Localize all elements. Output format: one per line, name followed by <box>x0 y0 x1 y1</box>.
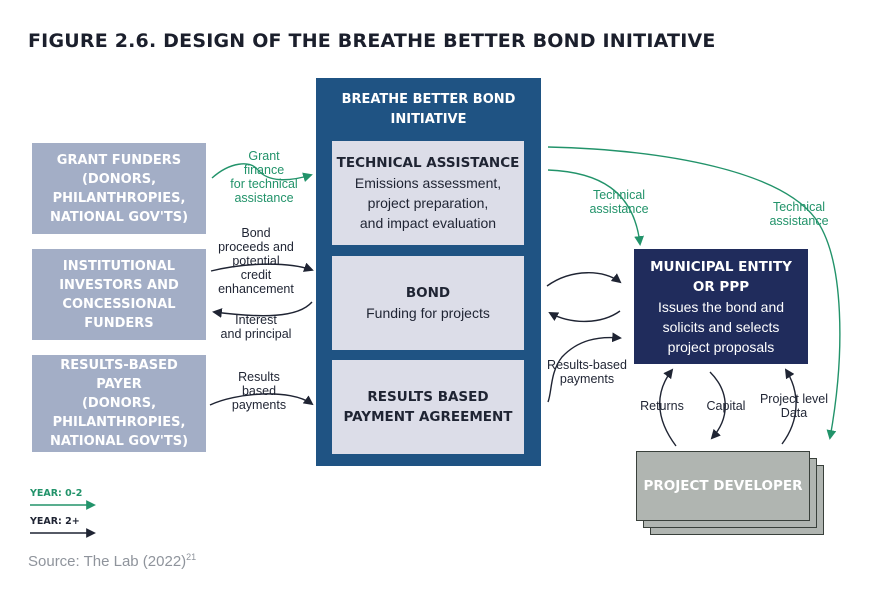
bond-to-municipal-arrow <box>546 272 622 287</box>
ta-to-municipal-arrow <box>547 169 644 246</box>
capital-label: Capital <box>706 399 746 413</box>
municipal-to-bond-arrow <box>548 310 621 323</box>
project-data-label: Project level Data <box>759 392 829 420</box>
results-payments-left-arrow <box>209 393 314 406</box>
bond-description: Funding for projects <box>366 305 490 321</box>
interest-principal-arrow <box>212 301 313 318</box>
results-payment-agreement-box: RESULTS BASED PAYMENT AGREEMENT <box>332 360 524 454</box>
initiative-title: BREATHE BETTER BOND INITIATIVE <box>341 92 516 127</box>
project-developer-box: PROJECT DEVELOPER <box>636 451 810 521</box>
technical-assistance-heading: TECHNICAL ASSISTANCE <box>336 155 520 171</box>
interest-principal-label: Interest and principal <box>220 313 292 341</box>
grant-funders-box: GRANT FUNDERS (DONORS, PHILANTHROPIES, N… <box>32 143 206 234</box>
legend-year-0-2: YEAR: 0-2 <box>30 488 83 499</box>
results-based-payer-box: RESULTS-BASED PAYER (DONORS, PHILANTHROP… <box>32 355 206 452</box>
returns-label: Returns <box>640 399 684 413</box>
bond-box: BOND Funding for projects <box>332 256 524 350</box>
results-payment-agreement-heading: RESULTS BASED PAYMENT AGREEMENT <box>343 389 513 425</box>
source-text: Source: The Lab (2022) <box>28 553 187 570</box>
source-footnote: 21 <box>186 552 197 562</box>
results-payments-right-label: Results-based payments <box>547 358 627 386</box>
results-payments-right-arrow <box>547 332 622 403</box>
returns-arrow <box>659 368 677 447</box>
ta-to-developer-arrow <box>547 146 841 440</box>
municipal-entity-description: Issues the bond and solicits and selects… <box>657 298 785 355</box>
grant-finance-label: Grant finance for technical assistance <box>230 149 298 205</box>
bond-proceeds-label: Bond proceeds and potential credit enhan… <box>218 226 294 296</box>
bond-proceeds-arrow <box>210 262 314 272</box>
capital-arrow <box>709 371 726 440</box>
municipal-entity-heading: MUNICIPAL ENTITY OR PPP <box>650 258 792 295</box>
institutional-investors-box: INSTITUTIONAL INVESTORS AND CONCESSIONAL… <box>32 249 206 340</box>
project-data-arrow <box>781 368 797 445</box>
legend-year-2-plus: YEAR: 2+ <box>30 516 80 527</box>
technical-assistance-box: TECHNICAL ASSISTANCE Emissions assessmen… <box>332 141 524 245</box>
bond-heading: BOND <box>405 285 451 301</box>
grant-finance-arrow <box>211 163 313 182</box>
figure-title: FIGURE 2.6. DESIGN OF THE BREATHE BETTER… <box>28 30 716 52</box>
source-note: Source: The Lab (2022)21 <box>28 552 196 570</box>
municipal-entity-box: MUNICIPAL ENTITY OR PPP Issues the bond … <box>634 249 808 364</box>
technical-assistance-description: Emissions assessment, project preparatio… <box>354 175 502 231</box>
